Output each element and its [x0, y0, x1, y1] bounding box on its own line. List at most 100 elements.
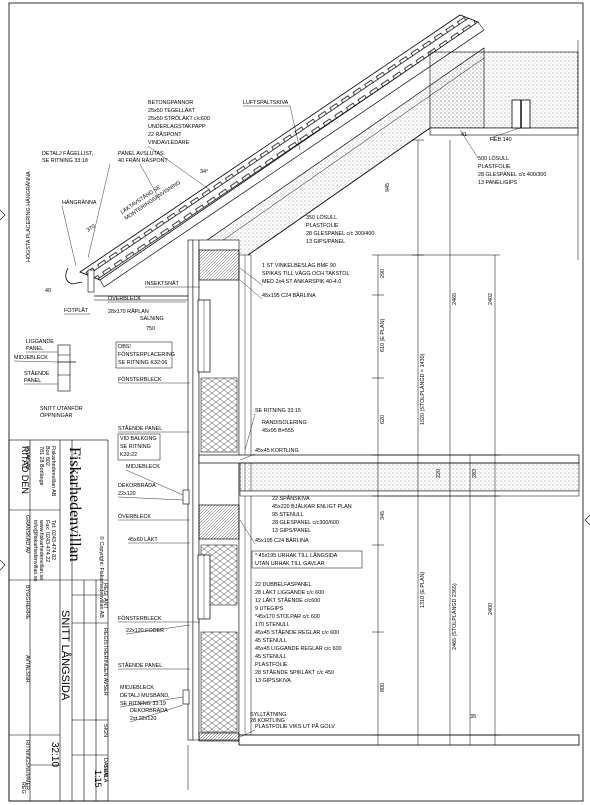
wall-insulation-upper [200, 377, 238, 453]
floor-joist [198, 454, 580, 464]
roof-fagellist-1: DETALJ FÅGELLIST, [42, 150, 94, 157]
roof-panel-avslutas-1: PANEL AVSLUTAS [118, 151, 164, 157]
wall-layer-2: 28 LÄKT LIGGANDE c/c 600 [255, 589, 324, 596]
wall-midjebleck-2-3: SE RITNING 33:19 [120, 701, 166, 707]
note-boxes [115, 341, 363, 569]
tb-ritad-av: RITAD AV [24, 446, 30, 470]
tb-contact-3: www.fiskarhedenvillan.se [38, 519, 44, 580]
tb-byggherre: BYGGHERRE [24, 585, 30, 620]
wall-barlina-mid: 45x195 C24 BÄRLINA [255, 537, 309, 544]
dim-2400: 2400 [488, 603, 494, 615]
roof-luftspalt: LUFTSPALTSKIVA [243, 100, 289, 106]
dim-1310: 1310 (E PLAN) [420, 572, 426, 608]
wall-vinkel-3: MED 2x4 ST ANKARSPIK 40-4.0 [262, 279, 341, 285]
tb-contact-1: Tel: 0243-474 82 [50, 520, 56, 560]
dim-620: 620 [380, 415, 386, 424]
detail-midjebleck: MIDJEBLECK [14, 355, 48, 361]
tb-rev-ant: ANT [102, 598, 108, 609]
dim-1520: 1520 (STOLPLÄNGD = 1430) [419, 353, 426, 425]
roof-raplan: 28x170 RÅPLAN [108, 308, 149, 315]
dim-2402: 2402 [488, 293, 494, 305]
wall-layer-10: 45 STENULL [255, 654, 287, 660]
wall-layer-12: 28 STÅENDE SPIKLÄKT c/c 450 [255, 669, 334, 676]
detail-liggande-1: LIGGANDE [26, 339, 54, 345]
wall-bjalklag-4: 28 GLESPANEL c/c300/600 [272, 520, 339, 526]
wall-layer-1: 22 DUBBELFASPANEL [255, 582, 312, 588]
wall-bjalklag-1: 22 SPÅNSKIVA [272, 495, 310, 502]
roof-tiles [79, 14, 479, 281]
tb-title: SNITT LÅNGSIDA [59, 610, 72, 701]
wall-layer-4: 9 UTEGIPS [255, 606, 284, 612]
wall-overbleck: ÖVERBLECK [118, 513, 151, 520]
tb-rev-sign: SIGN [102, 724, 108, 737]
dim-800: 800 [380, 683, 386, 692]
roof-losull-mid-2: PLASTFOLIE [306, 223, 339, 229]
tb-rev-reg: REG [102, 583, 108, 595]
roof-section [65, 14, 579, 301]
top-beam [198, 249, 240, 281]
wall-layer-6: 170 STENULL [255, 622, 290, 628]
wall-layer-5: *45x170 STOLPAR c/c 600 [255, 614, 320, 620]
tb-granskad-av: GRANSKAD AV [24, 515, 30, 554]
wall-dekorbrada-2: 22x120 [118, 491, 136, 497]
roof-hangranna: HÄNGRÄNNA [62, 199, 97, 206]
leader-lines [13, 105, 521, 738]
dim-345: 345 [380, 511, 386, 520]
wall-dekorbrada-1: DEKORBRÄDA [118, 482, 156, 489]
roof-betong-6: VINDAVLEDARE [148, 140, 190, 146]
wall-syll-1: SYLLTÄTNING [250, 711, 286, 718]
roof-salning: SALNING [140, 316, 164, 322]
tb-rev-datum: DATUM [102, 758, 108, 777]
wall-layer-13: 13 GIPSSKIVA [255, 678, 291, 684]
roof-losull-right-3: 28 GLESPANEL c/c 400/300 [478, 172, 546, 178]
wall-midjebleck: MIDJEBLECK [126, 464, 160, 470]
wall-layer-7: 45x45 STÅENDE REGLAR c/c 600 [255, 629, 339, 636]
wall-vid-balkong-1: VID BALKONG [120, 436, 157, 442]
wall-obs-3: SE RITNING K32:06 [118, 360, 167, 366]
wall-lakt-4560: 45x60 LÄKT [128, 536, 158, 543]
tb-contact-4: info@fiskarhedenvillan.se [32, 520, 38, 582]
roof-dim-40: 40 [45, 288, 51, 294]
wall-kortling: 45x45 KORTLING [255, 448, 299, 454]
tb-address-1: Fiskarhedenvillan AB [50, 446, 56, 497]
roof-betong-4: UNDERLAGSTAKPAPP [148, 124, 206, 130]
sheet-border [8, 2, 584, 802]
wall-layer-8: 45 STENULL [255, 638, 287, 644]
left-panel-detail [57, 344, 76, 392]
detail-staende-1: STÅENDE [24, 370, 50, 377]
roof-losull-right-1: 500 LÖSULL [478, 155, 509, 162]
roof-panel-avslutas-2: 40 FRÅN RÅSPONT [118, 157, 168, 164]
tb-rev-avser: REGISTRERINGEN AVSER [102, 628, 108, 696]
roof-hangranna-vertical: HÖGSTA PLACERING HÄNGRÄNNA [25, 171, 32, 262]
wall-obs-1: OBS! [118, 344, 131, 350]
roof-overbleck: ÖVERBLECK [108, 295, 141, 302]
wall-section [182, 239, 580, 790]
roof-fotplat: FOTPLÅT [64, 307, 89, 314]
wall-urhakt-2: UTAN URHAK TILL GAVLAR [255, 561, 325, 567]
bottom-floor [238, 734, 580, 746]
left-margin-mark-bottom [0, 559, 6, 571]
detail-staende-2: PANEL [24, 378, 41, 384]
wall-bjalklag-3: 95 STENULL [272, 512, 304, 518]
roof-dim-370: 370 [86, 224, 97, 234]
tb-avtalsnr: AVTALSNR. [24, 655, 30, 684]
dim-610: 610 (E PLAN) [380, 319, 386, 352]
wall-bjalklag-2: 45x220 BJÄLKAR ENLIGT PLAN [272, 503, 352, 510]
wall-syll-3: PLASTFOLIE VIKS UT PÅ GOLV [255, 723, 335, 730]
roof-heb: HEB 140 [490, 137, 512, 143]
wall-foder: 22x120 FODER [126, 628, 164, 634]
wall-layer-3: 12 LÄKT STÅENDE c/c600 [255, 597, 320, 604]
wall-insulation-bottom [200, 631, 238, 733]
dim-2465b: 2465 (STOLPLÄNGD 2365) [451, 583, 458, 650]
wall-staende-panel: STÅENDE PANEL [118, 425, 162, 432]
ceiling-insulation [429, 51, 579, 129]
title-block [8, 439, 109, 802]
wall-barlina-top: 45x195 C24 BÄRLINA [262, 292, 316, 299]
tb-copyright: © Copyright: Fiskarhedenvillan AB [98, 536, 105, 618]
roof-insektsnat: INSEKTSNÄT [145, 280, 180, 287]
roof-fagellist-2: SE RITNING 33:18 [42, 158, 88, 164]
roof-dim-945: 945 [385, 183, 391, 192]
tb-address-2: Box 802 [44, 446, 50, 466]
ceiling-board [429, 127, 579, 136]
